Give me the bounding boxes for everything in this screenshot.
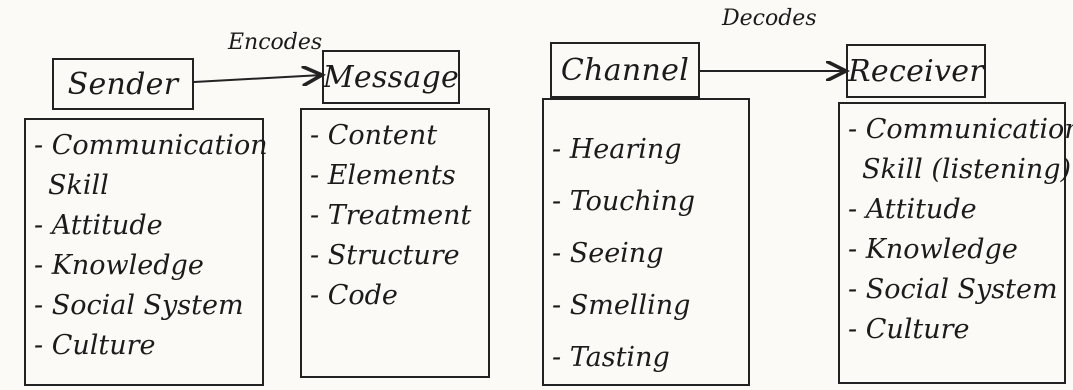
arrow-sender-to-message — [193, 75, 322, 82]
list-item: Social System — [34, 286, 252, 326]
receiver-box: Receiver — [846, 44, 986, 98]
encodes-label: Encodes — [228, 30, 323, 55]
list-item: Culture — [848, 310, 1054, 350]
list-item: Touching — [552, 176, 738, 228]
receiver-attributes-box: Communication Skill (listening) Attitude… — [838, 102, 1073, 384]
list-item: Treatment — [310, 196, 478, 236]
sender-label: Sender — [67, 66, 179, 102]
message-attributes-box: Content Elements Treatment Structure Cod… — [300, 108, 490, 378]
list-item: Knowledge — [34, 246, 252, 286]
list-item: Attitude — [34, 206, 252, 246]
list-item: Attitude — [848, 190, 1054, 230]
list-item: Communication — [848, 110, 1073, 150]
channel-attributes-box: Hearing Touching Seeing Smelling Tasting — [542, 98, 750, 386]
message-box: Message — [322, 50, 460, 104]
list-item: Communication — [34, 126, 268, 166]
list-item: Tasting — [552, 332, 738, 384]
list-item: Hearing — [552, 124, 738, 176]
list-item: Content — [310, 116, 478, 156]
list-item: Skill (listening) — [862, 154, 1072, 185]
message-label: Message — [322, 59, 460, 95]
list-item: Structure — [310, 236, 478, 276]
list-item: Elements — [310, 156, 478, 196]
list-item: Culture — [34, 326, 252, 366]
list-item: Skill — [48, 170, 109, 201]
list-item: Code — [310, 276, 478, 316]
sender-box: Sender — [52, 58, 194, 110]
list-item: Social System — [848, 270, 1058, 310]
list-item: Knowledge — [848, 230, 1054, 270]
decodes-label: Decodes — [722, 6, 817, 31]
receiver-label: Receiver — [848, 53, 984, 89]
channel-box: Channel — [550, 42, 700, 98]
list-item: Smelling — [552, 280, 738, 332]
list-item: Seeing — [552, 228, 738, 280]
sender-attributes-box: Communication Skill Attitude Knowledge S… — [24, 118, 268, 386]
channel-label: Channel — [560, 52, 690, 88]
